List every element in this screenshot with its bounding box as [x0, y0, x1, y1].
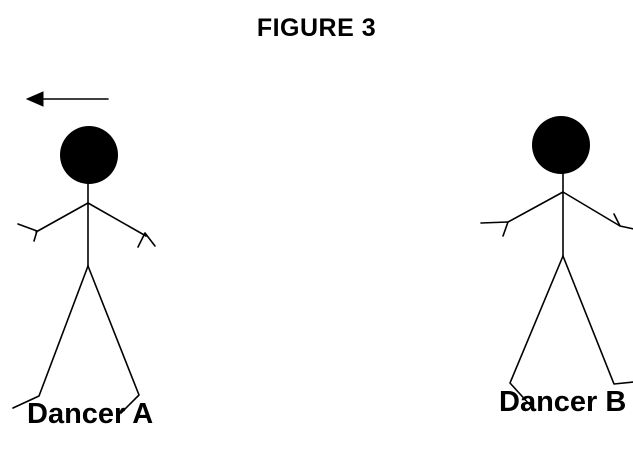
left-arrow-icon — [25, 91, 109, 107]
dancer-b-label: Dancer B — [499, 386, 627, 418]
dancer-b-right-leg — [562, 255, 633, 385]
dancer-a-head — [60, 126, 118, 184]
dancer-b-left-hand — [480, 221, 509, 237]
dancer-a-figure — [12, 126, 156, 414]
dancer-b-right-arm — [562, 191, 621, 227]
dancer-a-left-arm — [35, 202, 89, 233]
dancer-a-right-arm — [87, 202, 147, 237]
dancer-b-figure — [480, 116, 633, 406]
dancer-a-right-hand — [137, 232, 156, 248]
dancer-b-left-leg — [509, 255, 564, 406]
dancer-b-head — [532, 116, 590, 174]
dancer-a-left-hand — [17, 223, 38, 242]
dancer-b-right-hand — [613, 213, 633, 230]
dancer-a-label: Dancer A — [27, 398, 154, 430]
dancer-a-left-leg — [12, 265, 89, 409]
dancer-b-left-arm — [507, 191, 564, 223]
figure-title: FIGURE 3 — [256, 14, 377, 42]
dancer-a-right-leg — [87, 265, 140, 414]
